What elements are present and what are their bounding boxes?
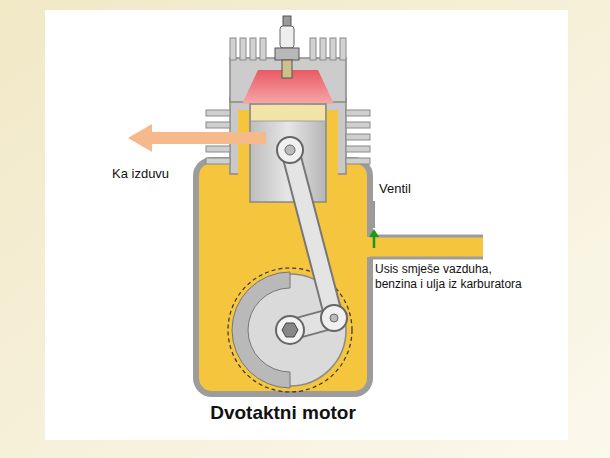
part-label: Ventil [379, 181, 449, 196]
spark-plug [275, 16, 299, 78]
valve-symbol [369, 201, 379, 248]
part-label: Usis smješe vazduha, benzina i ulja iz k… [375, 262, 523, 292]
intake-pipe [367, 237, 483, 257]
leader-line [374, 201, 375, 228]
figure-panel [45, 10, 568, 440]
figure-caption: Dvotaktni motor [163, 402, 403, 424]
piston [250, 104, 326, 202]
cylinder-head [230, 38, 346, 104]
exhaust-arrow [128, 124, 266, 152]
connecting-rod [276, 137, 347, 344]
part-label: Ka izduvu [112, 166, 202, 181]
